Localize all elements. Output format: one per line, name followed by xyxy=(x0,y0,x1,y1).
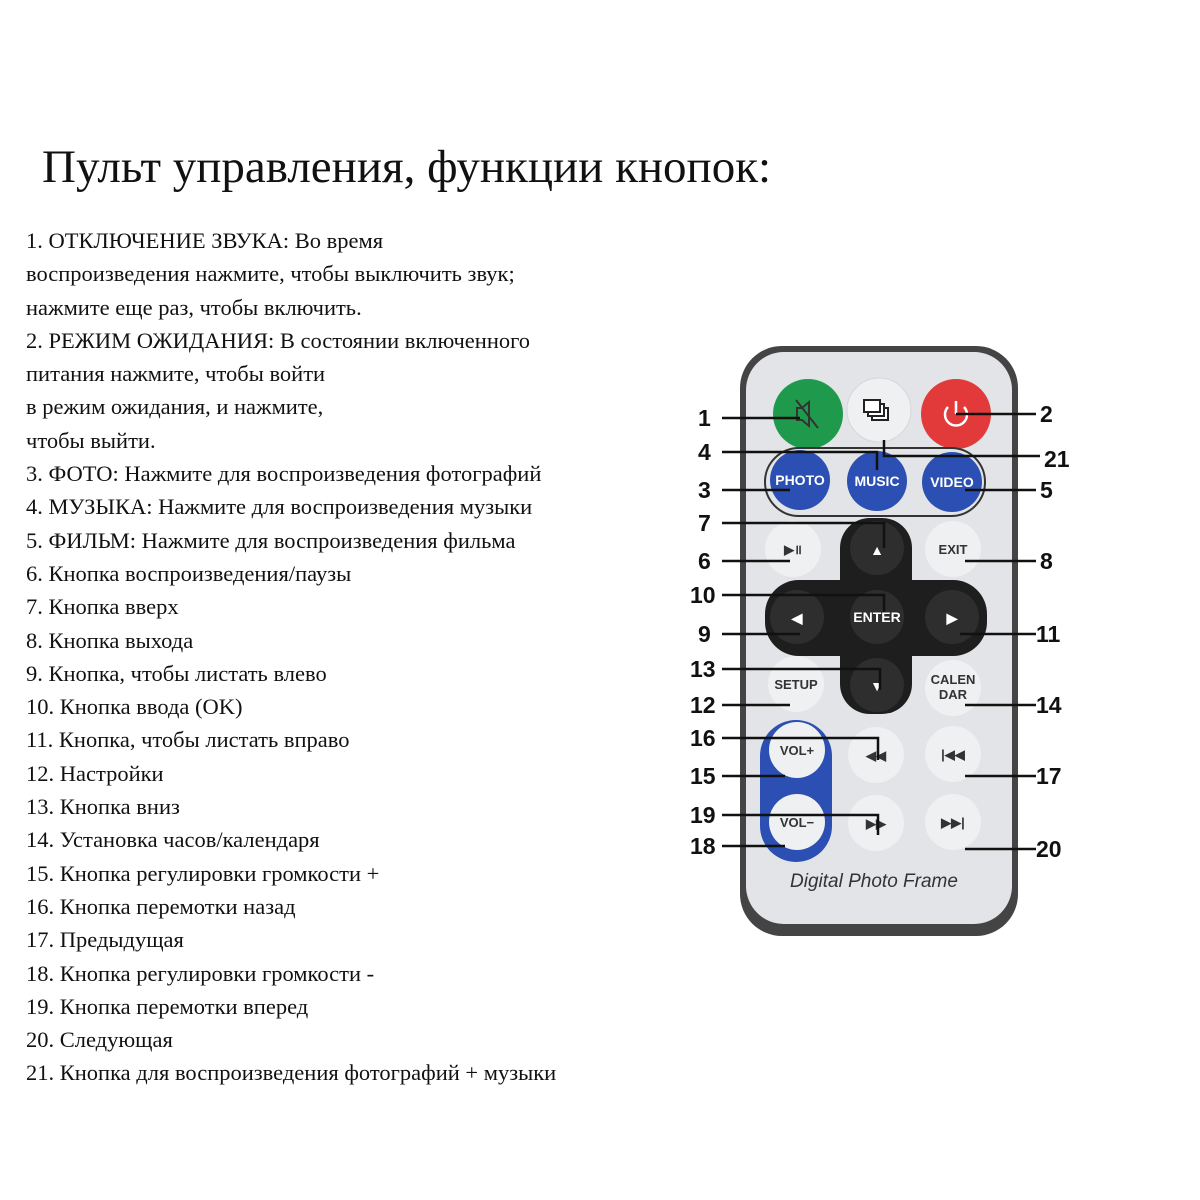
page-title: Пульт управления, функции кнопок: xyxy=(42,141,772,193)
photo-button[interactable] xyxy=(770,450,830,510)
left-arrow-icon: ◀ xyxy=(791,610,803,626)
previous-button[interactable] xyxy=(925,726,981,782)
fast-forward-button[interactable] xyxy=(848,795,904,851)
function-line: 12. Настройки xyxy=(26,760,164,786)
music-button[interactable] xyxy=(847,451,907,511)
function-line: 17. Предыдущая xyxy=(26,927,184,953)
callout-21: 21 xyxy=(1044,446,1070,472)
down-button[interactable] xyxy=(850,658,904,712)
calendar-button[interactable] xyxy=(925,660,981,716)
callout-10: 10 xyxy=(690,582,716,608)
function-line: 6. Кнопка воспроизведения/паузы xyxy=(26,560,352,586)
callout-3: 3 xyxy=(698,477,711,503)
function-line: питания нажмите, чтобы войти xyxy=(26,361,326,387)
callout-15: 15 xyxy=(690,763,716,789)
function-line: чтобы выйти. xyxy=(26,427,156,453)
function-line: 13. Кнопка вниз xyxy=(26,794,180,820)
right-button[interactable] xyxy=(925,590,979,644)
callout-13: 13 xyxy=(690,656,716,682)
function-line: 3. ФОТО: Нажмите для воспроизведения фот… xyxy=(26,461,542,487)
next-button[interactable] xyxy=(925,794,981,850)
photo-label: PHOTO xyxy=(775,472,825,488)
callout-17: 17 xyxy=(1036,763,1062,789)
exit-button[interactable] xyxy=(925,521,981,577)
function-line: нажмите еще раз, чтобы включить. xyxy=(26,294,362,320)
right-arrow-icon: ▶ xyxy=(946,610,959,626)
mute-icon xyxy=(795,399,819,429)
volume-up-label: VOL+ xyxy=(780,743,815,758)
exit-label: EXIT xyxy=(939,542,968,557)
callout-2: 2 xyxy=(1040,401,1053,427)
callout-12: 12 xyxy=(690,692,716,718)
volume-up-button[interactable] xyxy=(769,722,825,778)
callout-16: 16 xyxy=(690,725,716,751)
function-line: 10. Кнопка ввода (OK) xyxy=(26,694,243,720)
callout-9: 9 xyxy=(698,621,711,647)
volume-down-button[interactable] xyxy=(769,794,825,850)
fast-forward-icon: ▶▶ xyxy=(865,816,887,831)
callout-5: 5 xyxy=(1040,477,1053,503)
function-line: 14. Установка часов/календаря xyxy=(26,827,320,853)
function-line: 18. Кнопка регулировки громкости - xyxy=(26,960,375,986)
callout-lines xyxy=(722,412,1040,851)
setup-label: SETUP xyxy=(774,677,818,692)
play-pause-button[interactable] xyxy=(765,521,821,577)
function-line: 19. Кнопка перемотки вперед xyxy=(26,993,309,1019)
callout-8: 8 xyxy=(1040,548,1053,574)
function-line: 8. Кнопка выхода xyxy=(26,627,194,653)
brand-label: Digital Photo Frame xyxy=(790,871,958,892)
down-arrow-icon: ▼ xyxy=(870,678,884,694)
up-button[interactable] xyxy=(850,521,904,575)
function-line: 16. Кнопка перемотки назад xyxy=(26,893,296,919)
enter-label: ENTER xyxy=(853,609,900,625)
calendar-label-1: CALEN xyxy=(931,672,976,687)
next-icon: ▶▶| xyxy=(940,815,965,830)
music-label: MUSIC xyxy=(854,473,899,489)
callout-4: 4 xyxy=(698,439,711,465)
volume-down-label: VOL− xyxy=(780,815,815,830)
function-line: 11. Кнопка, чтобы листать вправо xyxy=(26,727,350,753)
callout-14: 14 xyxy=(1036,692,1062,718)
function-line: 1. ОТКЛЮЧЕНИЕ ЗВУКА: Во время xyxy=(26,228,384,253)
callout-7: 7 xyxy=(698,510,711,536)
media-group-outline xyxy=(764,447,986,517)
function-line: 20. Следующая xyxy=(26,1027,173,1053)
callout-numbers: 1 2 3 4 5 6 7 8 9 10 11 12 13 14 15 16 1… xyxy=(690,401,1070,862)
function-line: 7. Кнопка вверх xyxy=(26,594,179,620)
callout-1: 1 xyxy=(698,405,711,431)
button-function-list: 1. ОТКЛЮЧЕНИЕ ЗВУКА: Во время воспроизвед… xyxy=(26,224,556,1090)
function-line: 4. МУЗЫКА: Нажмите для воспроизведения м… xyxy=(26,494,533,520)
function-line: 15. Кнопка регулировки громкости + xyxy=(26,860,380,886)
rewind-button[interactable] xyxy=(848,727,904,783)
function-line: воспроизведения нажмите, чтобы выключить… xyxy=(26,261,515,287)
enter-button[interactable] xyxy=(850,590,904,644)
callout-6: 6 xyxy=(698,548,711,574)
function-line: 5. ФИЛЬМ: Нажмите для воспроизведения фи… xyxy=(26,527,516,553)
function-line: 2. РЕЖИМ ОЖИДАНИЯ: В состоянии включенно… xyxy=(26,327,531,353)
function-line: 21. Кнопка для воспроизведения фотографи… xyxy=(26,1060,557,1086)
video-label: VIDEO xyxy=(930,474,974,490)
function-line: 9. Кнопка, чтобы листать влево xyxy=(26,660,327,686)
previous-icon: |◀◀ xyxy=(941,747,966,762)
slideshow-icon xyxy=(863,399,889,421)
left-button[interactable] xyxy=(770,590,824,644)
video-button[interactable] xyxy=(922,452,982,512)
calendar-label-2: DAR xyxy=(939,687,968,702)
rewind-icon: ◀◀ xyxy=(865,748,887,763)
play-pause-icon: ▶॥ xyxy=(783,542,802,557)
callout-20: 20 xyxy=(1036,836,1062,862)
callout-19: 19 xyxy=(690,802,716,828)
function-line: в режим ожидания, и нажмите, xyxy=(26,394,324,420)
callout-11: 11 xyxy=(1036,621,1061,647)
up-arrow-icon: ▲ xyxy=(870,542,884,558)
callout-18: 18 xyxy=(690,833,716,859)
